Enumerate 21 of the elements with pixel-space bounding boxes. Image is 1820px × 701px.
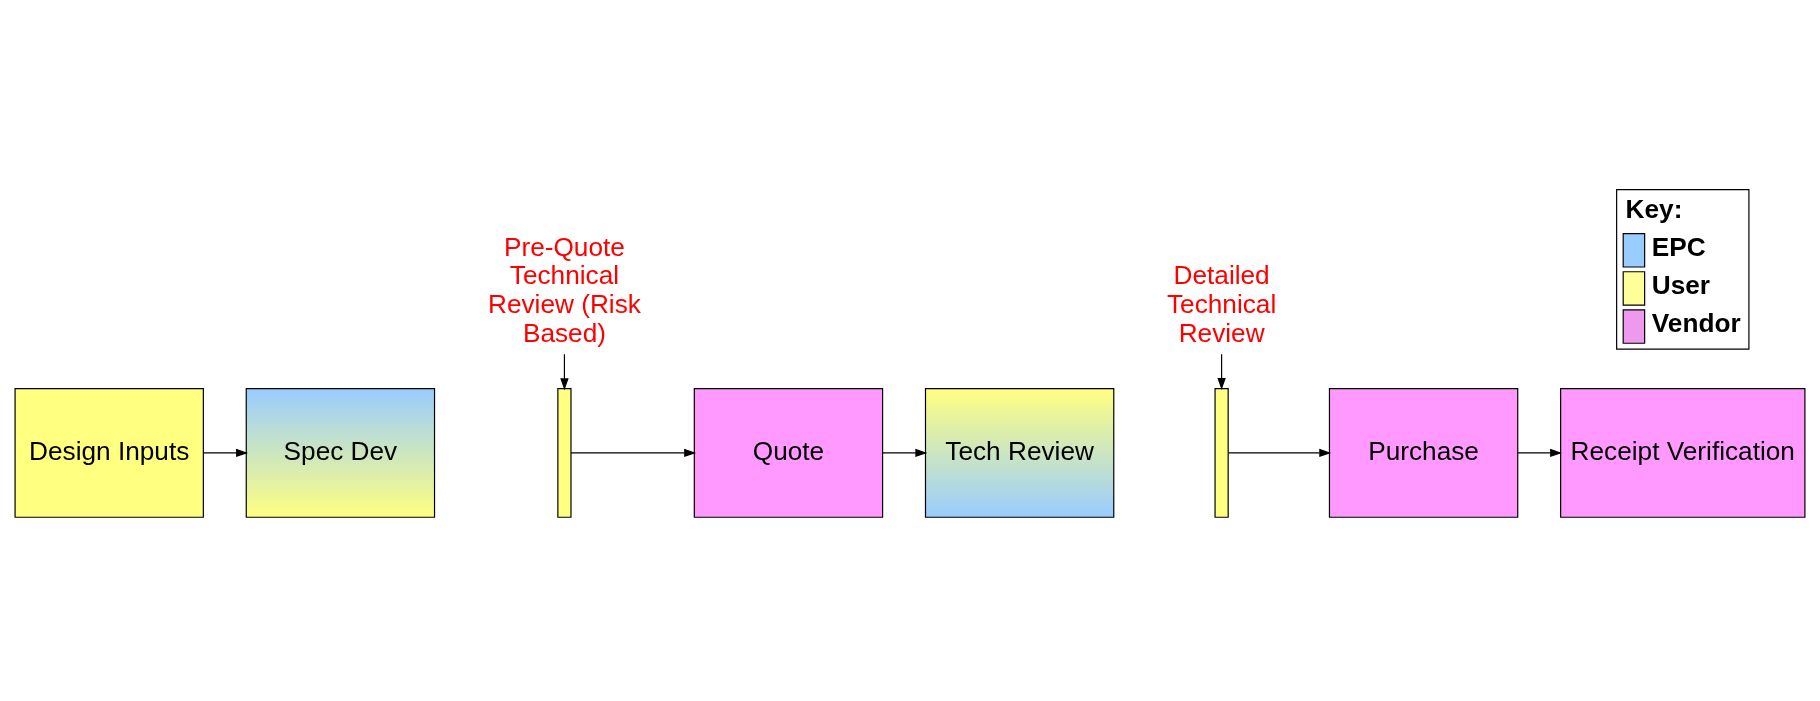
arrow xyxy=(1517,448,1563,457)
node-bar xyxy=(1214,387,1229,518)
arrow xyxy=(882,448,928,457)
node-box: Purchase xyxy=(1328,387,1519,518)
node-text: Detailed Technical Review xyxy=(1166,259,1277,348)
arrow xyxy=(202,448,249,457)
arrow xyxy=(560,353,569,390)
arrow xyxy=(570,448,697,457)
node-bar xyxy=(557,387,572,518)
arrow xyxy=(1217,353,1226,390)
node-box: Receipt Verification xyxy=(1560,387,1806,518)
legend-label: Vendor xyxy=(1651,307,1741,338)
node-text: Pre-Quote Technical Review (Risk Based) xyxy=(487,231,641,348)
node-box: Quote xyxy=(693,387,884,518)
legend-label: EPC xyxy=(1651,231,1706,262)
node-box: Design Inputs xyxy=(14,387,204,518)
label: Key: xyxy=(1625,193,1683,224)
node-box: Spec Dev xyxy=(245,387,436,518)
node-box: Tech Review xyxy=(924,387,1115,518)
legend-label: User xyxy=(1651,269,1711,300)
arrow xyxy=(1227,448,1332,457)
